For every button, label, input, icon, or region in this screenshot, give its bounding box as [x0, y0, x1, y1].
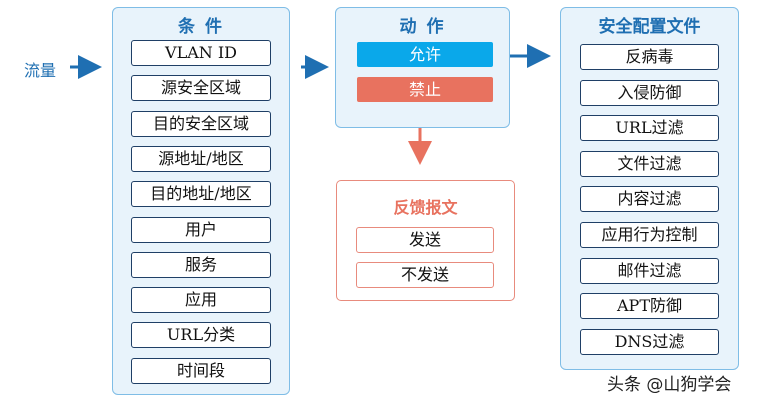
action-deny: 禁止 [357, 77, 493, 102]
profile-item: 文件过滤 [580, 150, 719, 177]
profile-item: 内容过滤 [580, 186, 719, 213]
condition-item: 用户 [131, 216, 271, 243]
feedback-no-send: 不发送 [356, 262, 494, 288]
condition-item: 服务 [131, 251, 271, 278]
profiles-title: 安全配置文件 [598, 17, 701, 37]
profile-item: 应用行为控制 [580, 222, 719, 248]
profile-item: 反病毒 [580, 44, 719, 70]
condition-item: VLAN ID [131, 40, 271, 66]
input-label: 流量 [24, 61, 57, 80]
condition-item: 时间段 [131, 357, 271, 384]
feedback-title: 反馈报文 [393, 198, 458, 217]
profile-item: URL过滤 [580, 115, 719, 142]
condition-item: URL分类 [131, 322, 271, 349]
condition-item: 应用 [131, 287, 271, 314]
watermark-text: 头条 @山狗学会 [607, 375, 732, 395]
feedback-send: 发送 [356, 227, 494, 253]
profile-item: 邮件过滤 [580, 257, 719, 284]
profile-item: 入侵防御 [580, 79, 719, 106]
action-allow: 允许 [357, 42, 493, 67]
condition-item: 源安全区域 [131, 75, 271, 102]
profile-item: APT防御 [580, 293, 719, 320]
conditions-title: 条 件 [178, 17, 224, 37]
actions-title: 动 作 [399, 17, 446, 37]
condition-item: 源地址/地区 [131, 145, 271, 172]
actions-panel: 动 作 [335, 7, 510, 128]
profile-item: DNS过滤 [580, 328, 719, 355]
condition-item: 目的安全区域 [131, 110, 271, 137]
condition-item: 目的地址/地区 [131, 181, 271, 208]
